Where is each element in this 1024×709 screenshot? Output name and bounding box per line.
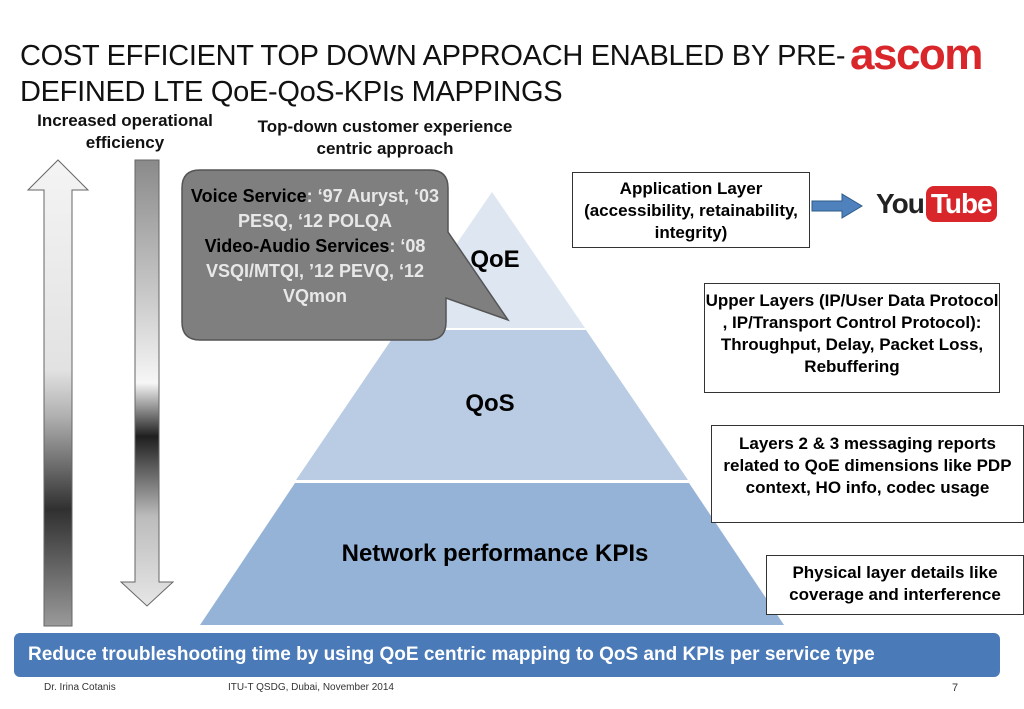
- summary-banner: Reduce troubleshooting time by using QoE…: [14, 633, 1000, 677]
- callout-text: Voice Service: ‘97 Auryst, ‘03 PESQ, ‘12…: [190, 184, 440, 309]
- page-number: 7: [952, 682, 959, 694]
- header-operational-efficiency: Increased operational efficiency: [37, 111, 213, 152]
- footer-event: ITU-T QSDG, Dubai, November 2014: [228, 682, 394, 693]
- down-arrow-icon: [119, 159, 175, 607]
- voice-service-label: Voice Service: [190, 186, 307, 206]
- pyramid-qos-tier: [296, 330, 688, 480]
- pyramid-kpi-tier: [200, 483, 784, 625]
- youtube-tube: Tube: [925, 186, 997, 222]
- callout-bubble: [181, 169, 510, 341]
- application-layer-box: Application Layer (accessibility, retain…: [572, 172, 810, 248]
- page-title: COST EFFICIENT TOP DOWN APPROACH ENABLED…: [20, 40, 846, 108]
- pyramid-label-kpis: Network performance KPIs: [341, 540, 649, 567]
- pyramid-label-qos: QoS: [465, 390, 515, 417]
- voice-service-text: : ‘97 Auryst, ‘03 PESQ, ‘12 POLQA: [237, 186, 440, 231]
- video-service-label: Video-Audio Services: [204, 236, 390, 256]
- pyramid-label-qoe: QoE: [470, 246, 520, 273]
- up-arrow-icon: [26, 159, 90, 627]
- video-service-text: : ‘08 VSQI/MTQI, ’12 PEVQ, ‘12 VQmon: [205, 236, 426, 306]
- header-top-down-approach: Top-down customer experience centric app…: [257, 117, 513, 158]
- footer-author: Dr. Irina Cotanis: [44, 682, 116, 693]
- ascom-logo: ascom: [850, 30, 983, 79]
- upper-layers-box: Upper Layers (IP/User Data Protocol , IP…: [704, 283, 1000, 393]
- right-arrow-icon: [811, 193, 863, 219]
- layers-2-3-box: Layers 2 & 3 messaging reports related t…: [711, 425, 1024, 523]
- physical-layer-box: Physical layer details like coverage and…: [766, 555, 1024, 615]
- youtube-logo: You Tube: [876, 186, 997, 222]
- youtube-you: You: [876, 188, 925, 219]
